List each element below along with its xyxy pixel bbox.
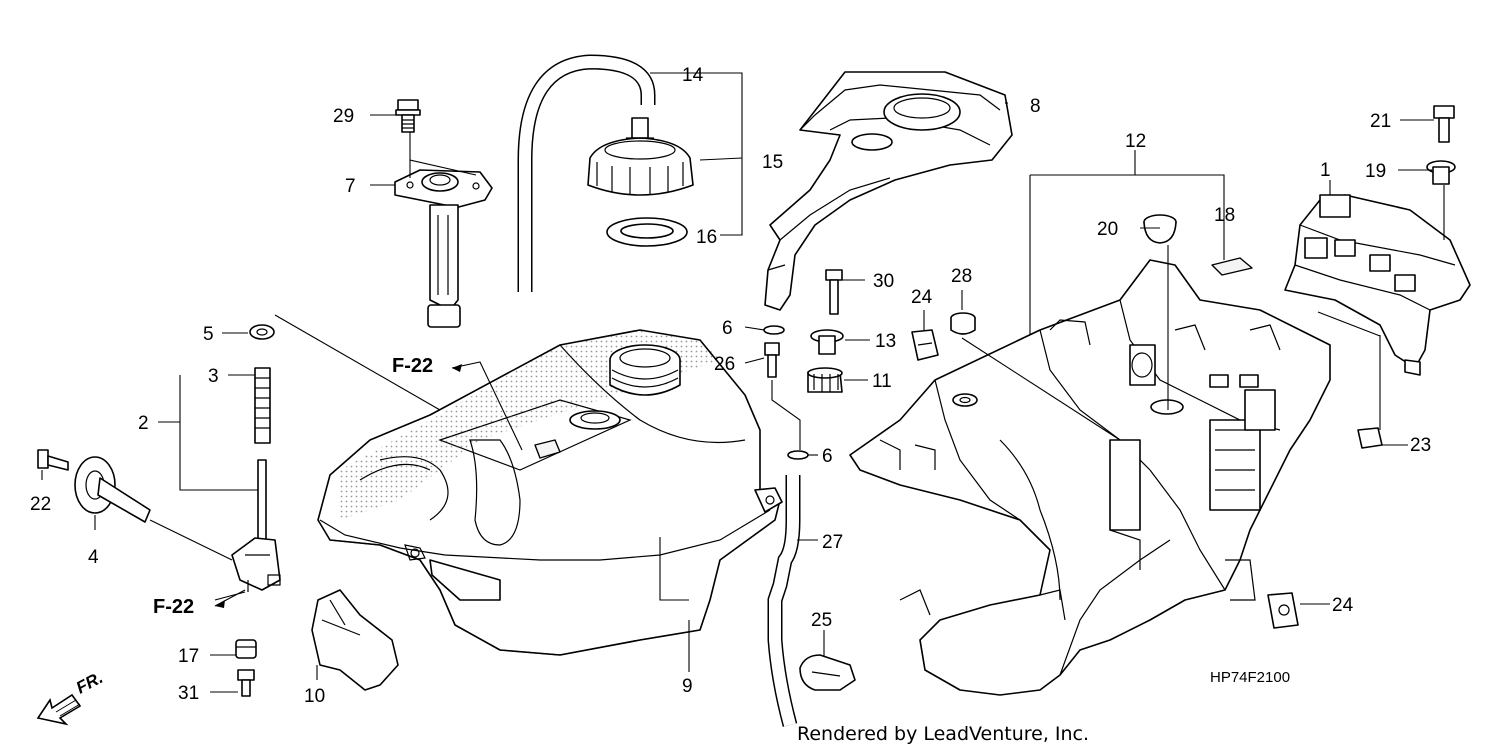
- collar-19[interactable]: [1426, 160, 1456, 185]
- bolt-29[interactable]: [395, 99, 421, 133]
- callout-16: 16: [696, 227, 717, 248]
- grommet-20[interactable]: [1143, 214, 1177, 244]
- callout-30: 30: [873, 271, 894, 292]
- collar-13[interactable]: [810, 329, 844, 355]
- clip-24-upper[interactable]: [911, 329, 939, 361]
- lever-4[interactable]: [74, 456, 151, 523]
- ref-label-f22-lower: F-22: [153, 596, 194, 618]
- callout-1: 1: [1320, 160, 1331, 181]
- fuel-hose[interactable]: [517, 54, 656, 292]
- clamp-25[interactable]: [799, 654, 856, 691]
- callout-15: 15: [762, 152, 783, 173]
- ref-arrow-upper: [452, 364, 462, 372]
- callout-27: 27: [822, 532, 843, 553]
- callout-4: 4: [88, 547, 99, 568]
- fuel-cap[interactable]: [587, 117, 694, 196]
- connector-26[interactable]: [764, 342, 780, 378]
- inner-fender-12[interactable]: [849, 259, 1331, 696]
- ref-arrow-lower: [215, 600, 225, 608]
- fuel-gauge-sender[interactable]: [394, 169, 493, 328]
- fuel-tank[interactable]: [317, 329, 783, 656]
- grommet-11[interactable]: [807, 367, 843, 393]
- callout-5: 5: [203, 324, 214, 345]
- callout-6-upper: 6: [722, 318, 733, 339]
- callout-23: 23: [1410, 435, 1431, 456]
- clip-23[interactable]: [1357, 427, 1383, 449]
- callout-31: 31: [178, 683, 199, 704]
- diagram-code: HP74F2100: [1210, 669, 1290, 686]
- callout-14: 14: [682, 65, 704, 86]
- breather-hose-27[interactable]: [767, 475, 801, 727]
- clip-6-lower[interactable]: [787, 450, 809, 460]
- strainer-3[interactable]: [254, 367, 271, 444]
- callout-3: 3: [208, 366, 219, 387]
- screw-22[interactable]: [37, 449, 69, 471]
- callout-9: 9: [682, 676, 693, 697]
- callout-25: 25: [811, 610, 832, 631]
- ref-label-f22-upper: F-22: [392, 355, 433, 377]
- breather-10[interactable]: [311, 589, 399, 691]
- ecu-bracket-1[interactable]: [1284, 194, 1471, 376]
- callout-22: 22: [30, 494, 51, 515]
- washer-17[interactable]: [235, 639, 257, 659]
- callout-29: 29: [333, 106, 354, 127]
- callout-18: 18: [1214, 205, 1235, 226]
- callout-26: 26: [714, 354, 735, 375]
- callout-6-lower: 6: [822, 446, 833, 467]
- callout-10: 10: [304, 686, 325, 707]
- callout-12: 12: [1125, 131, 1146, 152]
- callout-28: 28: [951, 266, 972, 287]
- cap-gasket[interactable]: [606, 217, 688, 247]
- bolt-31[interactable]: [237, 669, 255, 697]
- callout-labels: 14 15 16 8 12 18 20 1 19 21 23 24 29 7 5…: [30, 65, 1431, 707]
- cushion-28[interactable]: [950, 312, 976, 335]
- callout-24-lower: 24: [1332, 595, 1354, 616]
- callout-2: 2: [138, 413, 149, 434]
- callout-20: 20: [1097, 219, 1118, 240]
- front-arrow-label: FR.: [73, 668, 106, 698]
- fuel-valve-2[interactable]: [231, 459, 281, 592]
- callout-7: 7: [345, 176, 356, 197]
- washer-5[interactable]: [249, 324, 275, 340]
- bolt-30[interactable]: [825, 269, 843, 315]
- callout-11: 11: [872, 371, 892, 392]
- callout-21: 21: [1370, 111, 1391, 132]
- clip-6-upper[interactable]: [763, 325, 785, 335]
- heat-shield[interactable]: [764, 71, 1013, 311]
- render-credit: Rendered by LeadVenture, Inc.: [797, 723, 1089, 745]
- pad-18[interactable]: [1211, 257, 1253, 276]
- callout-19: 19: [1365, 161, 1386, 182]
- callout-17: 17: [178, 646, 199, 667]
- front-direction-arrow: FR.: [36, 668, 106, 726]
- bolt-21[interactable]: [1433, 105, 1455, 143]
- callout-13: 13: [875, 331, 896, 352]
- callout-24-upper: 24: [911, 287, 933, 308]
- clip-24-lower[interactable]: [1267, 592, 1299, 629]
- callout-8: 8: [1030, 96, 1041, 117]
